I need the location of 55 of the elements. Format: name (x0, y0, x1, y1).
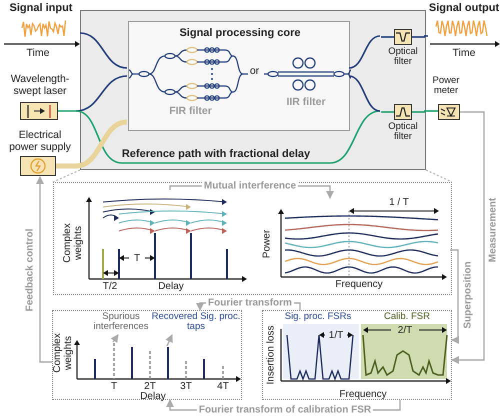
edge-label: Fourier transform of calibration FSR (196, 404, 374, 416)
edge-label: Feedback control (24, 226, 36, 314)
period-label: 1 / T (388, 197, 410, 208)
or-label: or (248, 66, 260, 78)
power-supply-label: Electrical power supply (8, 130, 72, 154)
waveguide (76, 110, 380, 164)
axis-label: Delay (157, 281, 185, 292)
waveguide (80, 32, 128, 69)
core-box (128, 21, 350, 131)
waveguide (424, 35, 428, 37)
axis-label: Complex weights (62, 222, 84, 265)
axis-label: Time (26, 48, 50, 60)
annotation-text: Recovered Sig. proc. taps (151, 312, 241, 333)
tick-label: 2T (144, 381, 156, 392)
waveguide (348, 75, 380, 112)
axis-label: Complex weights (52, 332, 74, 375)
period-label: 2/T (396, 325, 414, 336)
edge-label: Fourier transform (206, 298, 294, 308)
laser-label: Wavelength-swept laser (10, 74, 70, 98)
axis-label: Delay (139, 391, 167, 402)
annotation-text: Sig. proc. FSRs (284, 312, 352, 322)
arrow (110, 334, 119, 344)
filter-label: Optical filter (387, 47, 419, 68)
period-label: 1/T (328, 330, 344, 341)
offset-label: T/2 (102, 281, 118, 292)
axis-label: Time (452, 48, 476, 60)
axis-label: Frequency (334, 279, 384, 290)
core-title: Signal processing core (178, 27, 302, 40)
filter-label: IIR filter (285, 97, 327, 109)
chip-outline (80, 10, 426, 170)
waveguide (348, 35, 380, 69)
edge-label: Mutual interference (202, 180, 298, 192)
axis-label: Frequency (338, 389, 388, 400)
axis-label: Insertion loss (266, 324, 276, 386)
edge-label: Measurement (488, 196, 498, 264)
arrow (451, 111, 485, 364)
filter-label: FIR filter (168, 106, 213, 118)
period-label: T (132, 253, 142, 264)
waveguide (76, 75, 128, 112)
waveguide (424, 110, 430, 112)
arrow (165, 334, 173, 346)
arrow (36, 176, 52, 363)
signal-label: Signal input (8, 2, 74, 14)
edge-label: Superposition (462, 259, 474, 331)
filter-label: Optical filter (387, 122, 419, 143)
tick-label: T (110, 381, 118, 392)
power-cable (76, 120, 128, 168)
tick-label: 3T (179, 381, 193, 392)
path-label: Reference path with fractional delay (120, 148, 312, 160)
signal-label: Signal output (428, 2, 500, 14)
axis-label: Power (262, 228, 272, 260)
tick-label: 4T (216, 381, 230, 392)
meter-label: Power meter (432, 76, 460, 97)
annotation-text: Calib. FSR (383, 312, 431, 322)
arrow (450, 249, 459, 344)
